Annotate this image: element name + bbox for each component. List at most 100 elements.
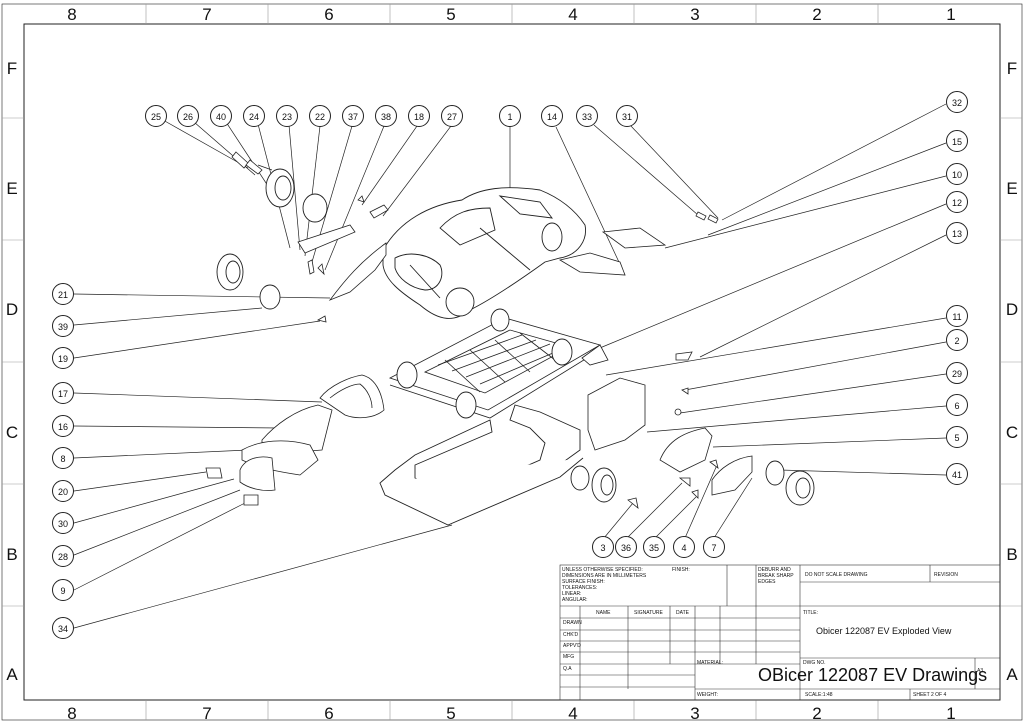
zone-col-label: 8 (67, 5, 77, 24)
part-balloon: 39 (52, 315, 74, 337)
dwg-no-label: DWG NO. (803, 660, 826, 666)
part-balloon: 7 (703, 536, 725, 558)
part-balloon: 19 (52, 347, 74, 369)
drawn-row: DRAWN (563, 620, 582, 626)
zone-col-label: 4 (568, 704, 578, 723)
title-label: TITLE: (803, 610, 819, 616)
zone-col-label: 6 (324, 5, 334, 24)
zone-col-label: 5 (446, 5, 456, 24)
zone-row-label: C (5, 423, 19, 442)
part-balloon: 31 (616, 105, 638, 127)
part-balloon: 11 (946, 305, 968, 327)
part-balloon: 27 (441, 105, 463, 127)
sheet-size: A3 (977, 668, 984, 674)
zone-row-label: A (1006, 665, 1018, 684)
deburr-note: DEBURR AND BREAK SHARP EDGES (758, 567, 794, 585)
part-balloon: 6 (946, 394, 968, 416)
title-block-grid (559, 564, 1001, 701)
part-balloon: 33 (576, 105, 598, 127)
zone-col-label: 2 (812, 5, 822, 24)
zone-col-label: 6 (324, 704, 334, 723)
part-balloon: 23 (276, 105, 298, 127)
floor-frame (379, 404, 584, 526)
zone-row-label: A (6, 665, 18, 684)
part-balloon: 8 (52, 447, 74, 469)
zone-col-label: 1 (946, 704, 956, 723)
part-balloon: 10 (946, 163, 968, 185)
part-balloon: 22 (309, 105, 331, 127)
part-balloon: 35 (643, 536, 665, 558)
part-balloon: 16 (52, 415, 74, 437)
do-not-scale-note: DO NOT SCALE DRAWING (805, 572, 868, 578)
part-balloon: 20 (52, 480, 74, 502)
part-balloon: 18 (408, 105, 430, 127)
part-balloon: 30 (52, 512, 74, 534)
approved-row: APPV'D (563, 643, 581, 649)
seats-and-panels (239, 224, 753, 496)
part-balloon: 29 (946, 362, 968, 384)
part-balloon: 13 (946, 222, 968, 244)
zone-col-label: 2 (812, 704, 822, 723)
part-balloon: 14 (541, 105, 563, 127)
zone-ticks (2, 4, 1022, 720)
part-balloon: 12 (946, 191, 968, 213)
part-balloon: 38 (375, 105, 397, 127)
zone-row-label: E (6, 179, 18, 198)
part-balloon: 4 (673, 536, 695, 558)
part-balloon: 24 (243, 105, 265, 127)
part-balloon: 28 (52, 545, 74, 567)
part-balloon: 32 (946, 91, 968, 113)
part-balloon: 26 (177, 105, 199, 127)
leader-lines (73, 103, 947, 629)
material-label: MATERIAL: (697, 660, 724, 666)
general-notes: UNLESS OTHERWISE SPECIFIED: DIMENSIONS A… (562, 567, 647, 603)
part-balloon: 36 (615, 536, 637, 558)
zone-col-label: 3 (690, 704, 700, 723)
zone-col-label: 5 (446, 704, 456, 723)
date-column-header: DATE (676, 610, 689, 616)
part-balloon: 17 (52, 382, 74, 404)
small-parts (205, 151, 719, 509)
part-balloon: 41 (946, 463, 968, 485)
checked-row: CHK'D (563, 632, 579, 638)
part-balloon: 3 (592, 536, 614, 558)
part-balloon: 25 (145, 105, 167, 127)
part-balloon: 40 (210, 105, 232, 127)
zone-col-label: 4 (568, 5, 578, 24)
qa-row: Q.A (563, 666, 572, 672)
part-balloon: 34 (52, 617, 74, 639)
finish-label: FINISH: (672, 567, 690, 573)
zone-col-label: 3 (690, 5, 700, 24)
loose-tires (216, 168, 815, 506)
zone-row-label: F (1006, 59, 1018, 78)
zone-row-label: E (1006, 179, 1018, 198)
part-balloon: 37 (342, 105, 364, 127)
drawing-number: OBicer 122087 EV Drawings (758, 665, 988, 685)
part-balloon: 5 (946, 426, 968, 448)
zone-row-label: B (6, 545, 18, 564)
zone-row-label: B (1006, 545, 1018, 564)
chassis-wheels (396, 308, 573, 419)
part-balloon: 1 (499, 105, 521, 127)
zone-col-label: 7 (202, 5, 212, 24)
zone-col-label: 7 (202, 704, 212, 723)
zone-row-label: D (5, 300, 19, 319)
weight-label: WEIGHT: (697, 692, 718, 698)
chassis-frame (388, 317, 602, 419)
revision-label: REVISION (934, 572, 958, 578)
name-column-header: NAME (596, 610, 611, 616)
signature-column-header: SIGNATURE (634, 610, 663, 616)
drawing-title: Obicer 122087 EV Exploded View (816, 626, 952, 636)
car-body (382, 187, 586, 319)
zone-row-label: F (6, 59, 18, 78)
scale-label: SCALE:1:48 (805, 692, 833, 698)
part-balloon: 2 (946, 329, 968, 351)
zone-col-label: 8 (67, 704, 77, 723)
sheet-number: SHEET 2 OF 4 (913, 692, 947, 698)
part-balloon: 9 (52, 579, 74, 601)
part-balloon: 15 (946, 130, 968, 152)
part-balloon: 21 (52, 283, 74, 305)
zone-row-label: D (1005, 300, 1019, 319)
